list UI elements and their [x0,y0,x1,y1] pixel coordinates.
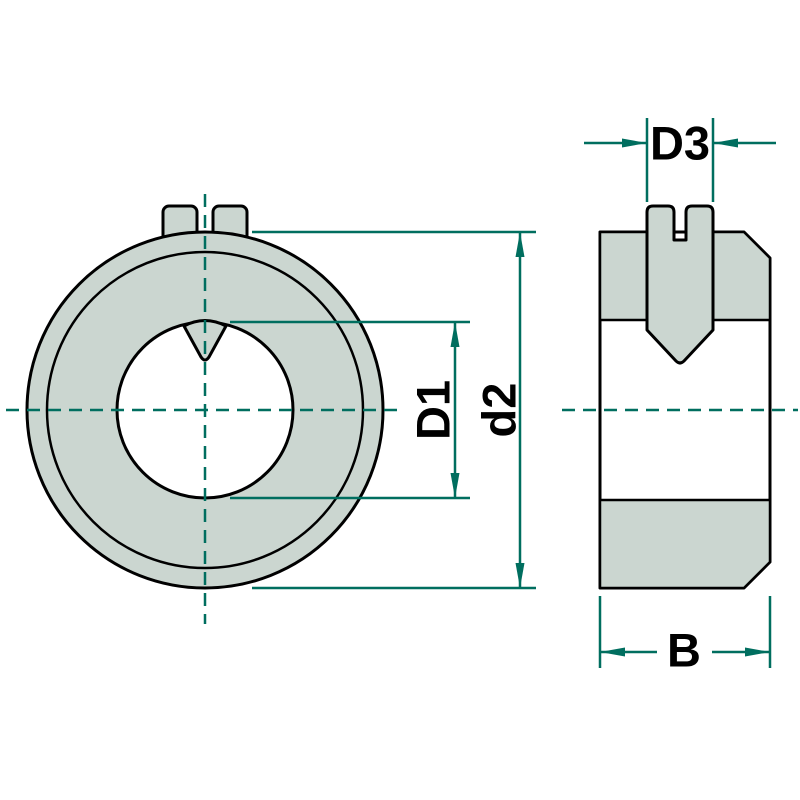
arrowhead-d3-left [713,138,738,148]
arrowhead-d3-right [622,138,647,148]
dimension-d3: D3 [584,117,776,202]
side-bottom-band [598,498,772,590]
set-screw-tip-front [182,319,228,362]
dimension-label-d3: D3 [650,117,710,170]
set-screw-side [645,204,715,365]
front-view [6,194,398,624]
dimension-label-d2: d2 [473,383,526,438]
dimension-label-b: B [667,624,701,677]
side-view [562,204,798,590]
side-top-band-right [711,230,772,322]
arrowhead-d1-up [450,322,460,347]
arrowhead-d2-down [515,563,525,588]
arrowhead-b-right [745,647,770,657]
arrowhead-d1-down [450,473,460,498]
dimension-b: B [598,596,772,677]
dimension-d1: D1 [230,320,470,500]
dimension-label-d1: D1 [407,380,460,440]
arrowhead-d2-up [515,232,525,257]
dimension-d2: d2 [252,230,536,590]
side-top-band-left [598,230,649,322]
arrowhead-b-left [600,647,625,657]
